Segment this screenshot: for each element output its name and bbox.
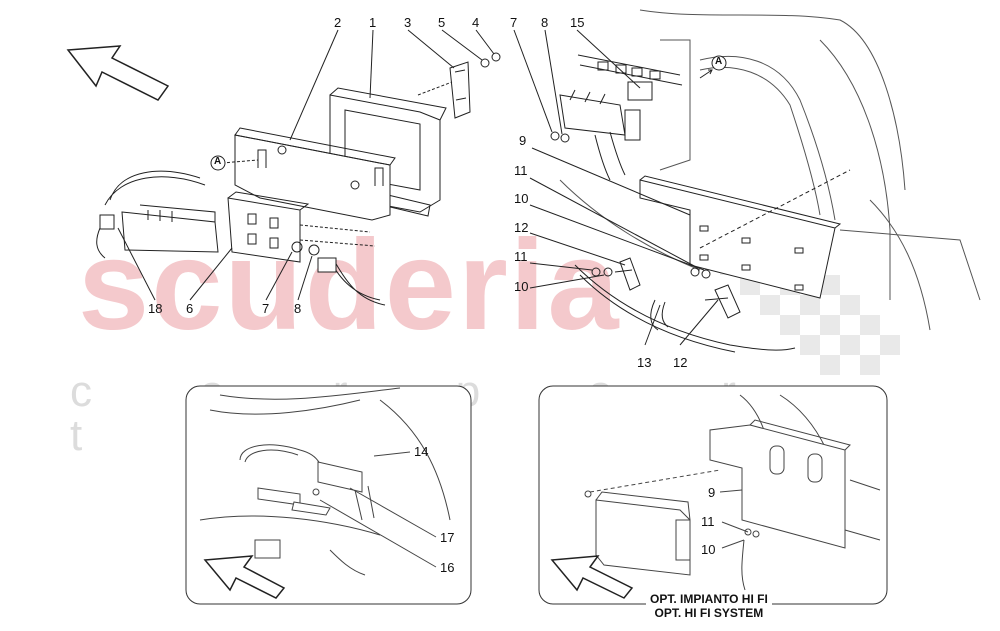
washer-7 — [291, 241, 303, 253]
callout-12-top: 12 — [514, 220, 529, 235]
callout-5: 5 — [438, 15, 446, 30]
callout-8-top: 8 — [541, 15, 549, 30]
clip-12-right — [704, 284, 741, 319]
callout-7-bottom: 7 — [262, 301, 270, 316]
nut-11-right — [701, 269, 711, 279]
car-body-outline — [559, 9, 981, 331]
callout-2: 2 — [334, 15, 342, 30]
direction-arrow-icon — [66, 45, 170, 101]
inset-right-drawing — [584, 394, 881, 591]
callout-13: 13 — [637, 355, 652, 370]
callout-18: 18 — [148, 301, 163, 316]
leader-lines-left — [117, 29, 495, 301]
callout-11-left: 11 — [514, 249, 528, 264]
callout-11-right: 11 — [514, 163, 528, 178]
view-marker-right: A — [715, 56, 723, 67]
callout-12-bottom: 12 — [673, 355, 688, 370]
callout-8-bottom: 8 — [294, 301, 302, 316]
nut-4 — [491, 52, 501, 62]
callout-1: 1 — [369, 15, 377, 30]
option-caption: OPT. IMPIANTO HI FI OPT. HI FI SYSTEM — [646, 592, 772, 622]
clip-12-left — [614, 257, 641, 291]
option-caption-line2: OPT. HI FI SYSTEM — [654, 605, 764, 620]
inset-right-arrow-icon — [550, 555, 634, 599]
callout-4: 4 — [472, 15, 480, 30]
washer-5 — [480, 58, 490, 68]
callout-16: 16 — [440, 560, 455, 575]
nut-8 — [308, 244, 320, 256]
callout-17: 17 — [440, 530, 455, 545]
inset-box-left — [185, 385, 472, 605]
callout-9-inset: 9 — [708, 485, 716, 500]
washer-10-right — [690, 267, 700, 277]
callout-6: 6 — [186, 301, 194, 316]
connector-harness-left — [96, 170, 219, 259]
nut-8-right — [560, 133, 570, 143]
view-marker-left: A — [214, 156, 222, 167]
option-caption-line1: OPT. IMPIANTO HI FI — [650, 592, 768, 606]
callout-7-top: 7 — [510, 15, 518, 30]
amp-bracket-right — [639, 169, 851, 299]
callout-10-inset: 10 — [701, 542, 716, 557]
callout-11-inset: 11 — [701, 514, 715, 529]
callout-15: 15 — [570, 15, 585, 30]
washer-11-left — [591, 267, 601, 277]
nut-10-left — [603, 267, 613, 277]
callout-14: 14 — [414, 444, 429, 459]
callout-9-right: 9 — [519, 133, 527, 148]
callout-10-right: 10 — [514, 191, 529, 206]
washer-7-right — [550, 131, 560, 141]
inset-left-drawing — [199, 387, 451, 576]
small-bracket — [449, 61, 471, 119]
connector-plate — [227, 191, 376, 263]
leader-lines-right — [513, 29, 719, 346]
callout-10-left: 10 — [514, 279, 529, 294]
callout-3: 3 — [404, 15, 412, 30]
inset-left-arrow-icon — [203, 555, 286, 599]
relay-fuse-box — [559, 54, 683, 181]
